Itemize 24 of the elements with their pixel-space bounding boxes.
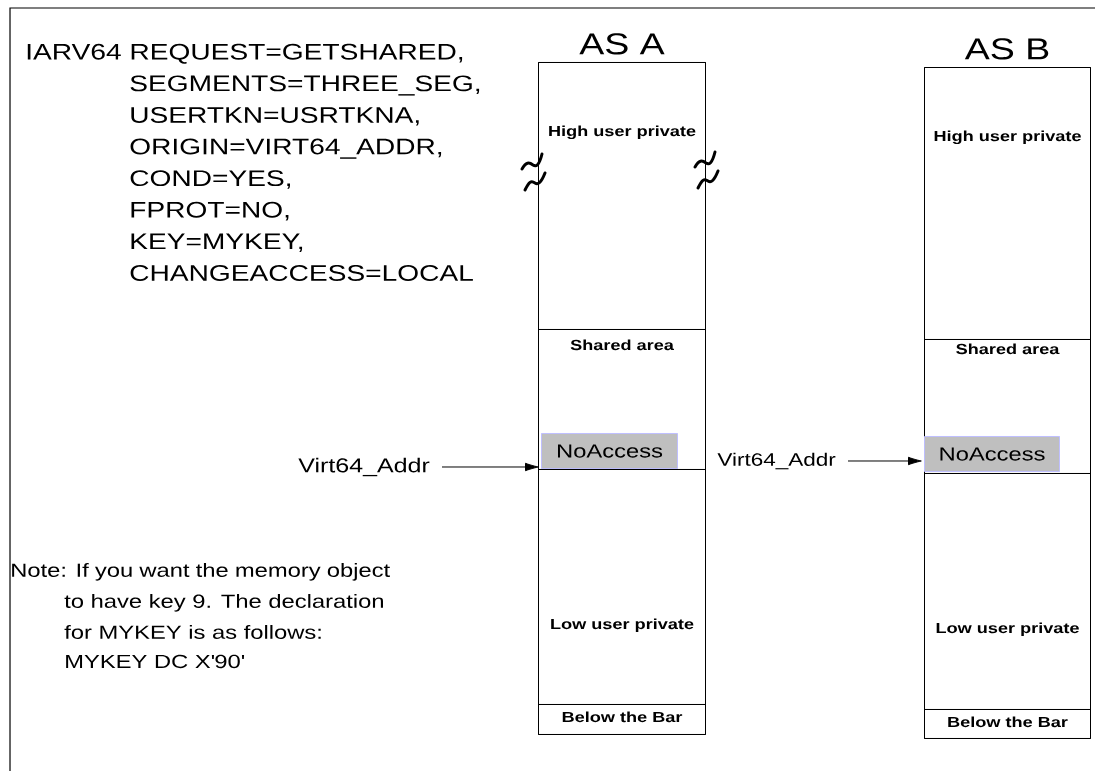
code-line: IARV64 REQUEST=GETSHARED, [27,43,463,64]
address-label: Virt64_Addr [717,452,836,470]
code-line: SEGMENTS=THREE_SEG, [130,75,480,96]
memory-area: High user private [924,67,1091,340]
code-line: ORIGIN=VIRT64_ADDR, [130,138,442,159]
node-label: AS A [579,33,665,55]
memory-area: Low user private [538,469,706,705]
arrow [441,462,539,472]
code-line: MYKEY DC X'90' [66,654,245,669]
memory-area: Below the Bar [924,709,1091,739]
code-line: KEY=MYKEY, [131,233,303,252]
note-text: Note: If you want the memory object to have key 9. The declaration for MYKEY is as follows: [12,563,390,639]
code-line: FPROT=NO, [131,201,289,221]
memory-area: High user private [538,62,706,330]
code-line: USERTKN=USRTKNA, [131,107,419,126]
arrow [847,456,922,466]
noaccess-box: NoAccess [541,433,678,469]
code-line: COND=YES, [130,170,290,189]
noaccess-box: NoAccess [924,436,1060,472]
memory-area: Below the Bar [538,704,706,735]
code-line: CHANGEACCESS=LOCAL [130,265,473,281]
memory-area: Low user private [924,473,1091,710]
node-label: AS B [964,38,1049,60]
address-label: Virt64_Addr [298,457,430,477]
